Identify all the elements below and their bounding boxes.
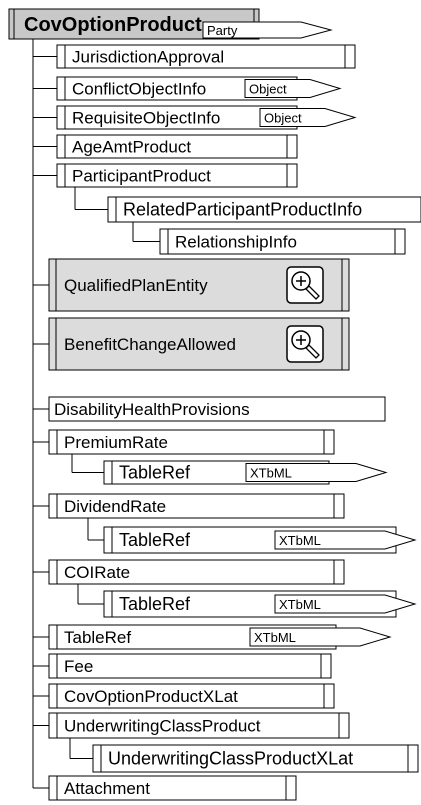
zoom-in-icon[interactable] — [286, 266, 324, 304]
node-participant-product-box — [56, 163, 298, 188]
node-underwriting-class-product-xlat-box — [92, 744, 419, 773]
node-dividend-rate[interactable]: DividendRate — [48, 493, 345, 519]
node-table-ref-tag: XTbML — [245, 463, 388, 482]
node-participant-product[interactable]: ParticipantProduct — [56, 163, 298, 188]
type-tag-shape — [259, 108, 357, 127]
node-requisite-object-info[interactable]: RequisiteObjectInfo — [56, 105, 298, 130]
tree-connectors — [32, 39, 160, 789]
type-tag-label: XTbML — [279, 533, 321, 548]
node-cov-option-product-xlat[interactable]: CovOptionProductXLat — [48, 683, 335, 709]
node-underwriting-class-product-xlat-label: UnderwritingClassProductXLat — [108, 749, 353, 769]
node-conflict-object-info-label: ConflictObjectInfo — [72, 80, 206, 99]
node-dividend-rate-box — [48, 493, 345, 519]
type-tag-shape — [274, 530, 417, 550]
node-coirate[interactable]: COIRate — [48, 559, 345, 585]
node-premium-rate-label: PremiumRate — [64, 433, 168, 452]
type-tag-shape — [274, 594, 417, 614]
type-tag-label: XTbML — [250, 466, 292, 481]
node-fee[interactable]: Fee — [48, 653, 332, 679]
type-tag-label: Object — [249, 82, 287, 97]
node-fee-label: Fee — [64, 657, 93, 676]
node-cov-option-product-xlat-box — [48, 683, 335, 709]
tree-nodes: CovOptionProduct PartyJurisdictionApprova… — [8, 8, 421, 801]
node-attachment-box — [48, 775, 297, 801]
type-tag-shape — [202, 21, 333, 39]
type-tag-label: Party — [207, 23, 238, 38]
zoom-handle — [305, 285, 320, 300]
node-age-amt-product-label: AgeAmtProduct — [72, 138, 191, 157]
node-jurisdiction-approval[interactable]: JurisdictionApproval — [56, 44, 356, 69]
zoom-lens — [291, 271, 311, 291]
node-qualified-plan-entity-label: QualifiedPlanEntity — [64, 276, 208, 295]
node-table-ref-tag: XTbML — [249, 627, 392, 647]
node-related-participant-product-info-label: RelatedParticipantProductInfo — [123, 200, 362, 220]
node-relationship-info-label: RelationshipInfo — [175, 233, 297, 252]
node-table-ref-label: TableRef — [119, 594, 191, 614]
node-age-amt-product[interactable]: AgeAmtProduct — [56, 134, 298, 159]
node-disability-health-provisions[interactable]: DisabilityHealthProvisions — [48, 396, 386, 422]
node-jurisdiction-approval-label: JurisdictionApproval — [72, 48, 224, 67]
node-requisite-object-info-label: RequisiteObjectInfo — [72, 109, 220, 128]
root-node-label: CovOptionProduct — [24, 14, 202, 36]
node-premium-rate-box — [48, 429, 335, 455]
node-disability-health-provisions-label: DisabilityHealthProvisions — [54, 400, 250, 419]
type-tag-label: XTbML — [254, 630, 296, 645]
node-attachment[interactable]: Attachment — [48, 775, 297, 801]
node-related-participant-product-info-box — [107, 196, 421, 223]
zoom-handle — [305, 344, 320, 359]
type-tag-shape — [245, 463, 388, 482]
node-relationship-info[interactable]: RelationshipInfo — [159, 228, 406, 255]
node-underwriting-class-product-label: UnderwritingClassProduct — [64, 717, 261, 736]
node-table-ref-tag: XTbML — [274, 594, 417, 614]
node-coirate-box — [48, 559, 345, 585]
type-tag-label: XTbML — [279, 597, 321, 612]
node-table-ref-label: TableRef — [64, 628, 131, 647]
node-requisite-object-info-tag: Object — [259, 108, 357, 127]
node-table-ref-tag: XTbML — [274, 530, 417, 550]
type-tag-shape — [249, 627, 392, 647]
node-cov-option-product-xlat-label: CovOptionProductXLat — [64, 687, 238, 706]
node-age-amt-product-box — [56, 134, 298, 159]
node-related-participant-product-info[interactable]: RelatedParticipantProductInfo — [107, 196, 421, 223]
node-underwriting-class-product[interactable]: UnderwritingClassProduct — [48, 712, 350, 739]
node-conflict-object-info-tag: Object — [244, 79, 342, 98]
node-underwriting-class-product-box — [48, 712, 350, 739]
node-disability-health-provisions-box — [48, 396, 386, 422]
node-premium-rate[interactable]: PremiumRate — [48, 429, 335, 455]
node-underwriting-class-product-xlat[interactable]: UnderwritingClassProductXLat — [92, 744, 419, 773]
node-fee-box — [48, 653, 332, 679]
type-tag-label: Object — [264, 111, 302, 126]
node-relationship-info-box — [159, 228, 406, 255]
zoom-lens — [291, 330, 311, 350]
root-node-tag: Party — [202, 21, 333, 39]
node-jurisdiction-approval-box — [56, 44, 356, 69]
node-dividend-rate-label: DividendRate — [64, 497, 166, 516]
node-benefit-change-allowed-label: BenefitChangeAllowed — [64, 335, 236, 354]
node-table-ref-label: TableRef — [119, 530, 191, 550]
node-table-ref-label: TableRef — [119, 463, 191, 483]
node-coirate-label: COIRate — [64, 563, 130, 582]
type-tag-shape — [244, 79, 342, 98]
node-participant-product-label: ParticipantProduct — [72, 167, 211, 186]
node-attachment-label: Attachment — [64, 779, 150, 798]
zoom-in-icon[interactable] — [286, 325, 324, 363]
